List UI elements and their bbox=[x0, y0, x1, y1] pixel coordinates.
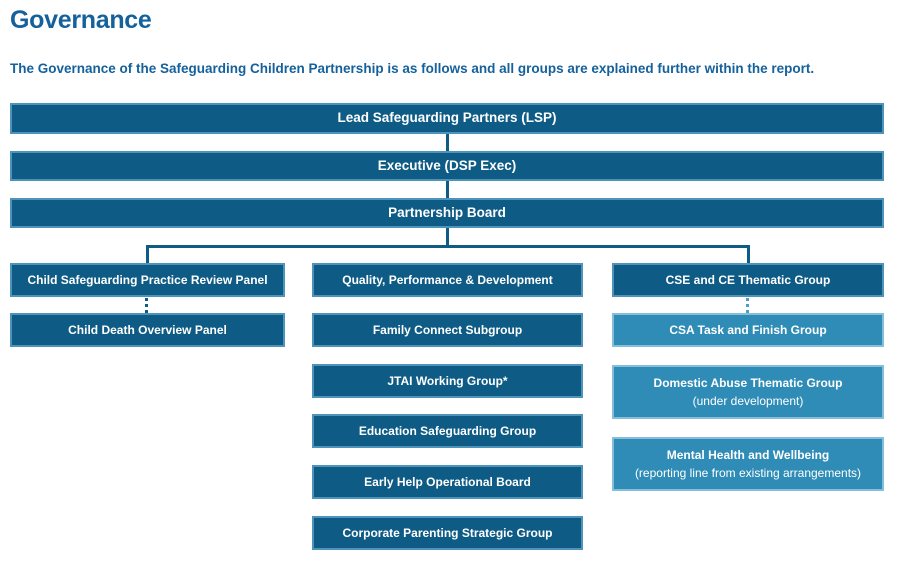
node-sublabel: (under development) bbox=[692, 393, 804, 408]
node-label: CSE and CE Thematic Group bbox=[665, 272, 831, 287]
node-csa-task-and-finish-group: CSA Task and Finish Group bbox=[612, 313, 884, 347]
branch-drop-right bbox=[747, 245, 750, 263]
intro-text: The Governance of the Safeguarding Child… bbox=[10, 61, 815, 76]
node-label: Domestic Abuse Thematic Group bbox=[653, 375, 843, 390]
node-label: Education Safeguarding Group bbox=[358, 423, 537, 438]
node-cse-and-ce-thematic-group: CSE and CE Thematic Group bbox=[612, 263, 884, 297]
node-label: Child Safeguarding Practice Review Panel bbox=[27, 272, 268, 287]
connector-exec-board bbox=[446, 181, 449, 198]
node-early-help-operational-board: Early Help Operational Board bbox=[312, 465, 583, 499]
node-corporate-parenting-strategic-group: Corporate Parenting Strategic Group bbox=[312, 516, 583, 550]
node-label: Child Death Overview Panel bbox=[68, 322, 227, 337]
connector-board-branch bbox=[446, 228, 449, 246]
branch-drop-left bbox=[146, 245, 149, 263]
node-label: Corporate Parenting Strategic Group bbox=[342, 525, 553, 540]
node-education-safeguarding-group: Education Safeguarding Group bbox=[312, 414, 583, 448]
node-label: Quality, Performance & Development bbox=[342, 272, 553, 287]
node-executive: Executive (DSP Exec) bbox=[10, 151, 884, 181]
node-lead-safeguarding-partners: Lead Safeguarding Partners (LSP) bbox=[10, 103, 884, 134]
node-domestic-abuse-thematic-group: Domestic Abuse Thematic Group (under dev… bbox=[612, 365, 884, 419]
node-family-connect-subgroup: Family Connect Subgroup bbox=[312, 313, 583, 347]
node-child-death-overview-panel: Child Death Overview Panel bbox=[10, 313, 285, 347]
dotted-connector-left bbox=[145, 298, 148, 313]
node-label: Executive (DSP Exec) bbox=[377, 157, 517, 173]
node-label: Early Help Operational Board bbox=[364, 474, 531, 489]
node-quality-performance-development: Quality, Performance & Development bbox=[312, 263, 583, 297]
node-jtai-working-group: JTAI Working Group* bbox=[312, 364, 583, 398]
connector-lsp-exec bbox=[446, 134, 449, 151]
node-partnership-board: Partnership Board bbox=[10, 198, 884, 228]
node-label: JTAI Working Group* bbox=[387, 373, 508, 388]
node-sublabel: (reporting line from existing arrangemen… bbox=[634, 465, 862, 480]
dotted-connector-right bbox=[746, 298, 749, 313]
node-mental-health-and-wellbeing: Mental Health and Wellbeing (reporting l… bbox=[612, 437, 884, 491]
node-child-safeguarding-practice-review-panel: Child Safeguarding Practice Review Panel bbox=[10, 263, 285, 297]
node-label: Partnership Board bbox=[388, 204, 506, 220]
node-label: CSA Task and Finish Group bbox=[669, 322, 827, 337]
node-label: Lead Safeguarding Partners (LSP) bbox=[337, 110, 557, 126]
node-label: Mental Health and Wellbeing bbox=[666, 447, 830, 462]
branch-horizontal-line bbox=[146, 245, 750, 248]
page-title: Governance bbox=[10, 6, 152, 34]
node-label: Family Connect Subgroup bbox=[372, 322, 523, 337]
